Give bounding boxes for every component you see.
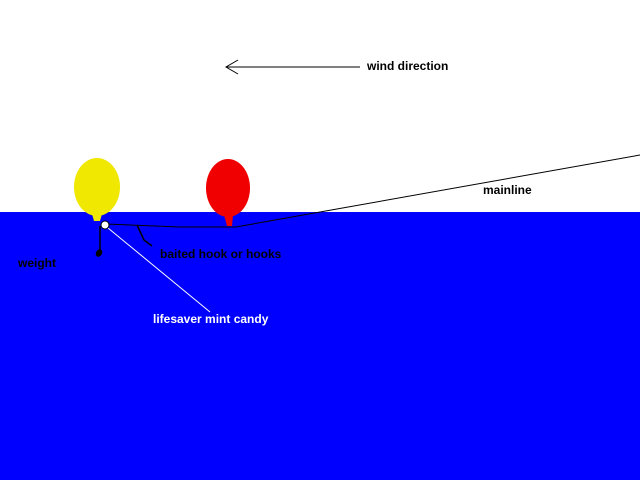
lifesaver-label: lifesaver mint candy (153, 312, 269, 326)
weight (95, 249, 103, 257)
wind-arrow (225, 59, 360, 75)
red-balloon (206, 159, 250, 226)
lifesaver-pointer (107, 227, 211, 313)
water (0, 212, 640, 480)
weight-label: weight (18, 256, 56, 270)
wind-direction-label: wind direction (367, 59, 449, 73)
hook-label: baited hook or hooks (160, 247, 282, 261)
lifesaver-candy (100, 220, 110, 230)
mainline-line (104, 154, 640, 228)
mainline-label: mainline (483, 183, 532, 197)
hook-line (136, 224, 153, 247)
yellow-balloon (74, 158, 120, 221)
